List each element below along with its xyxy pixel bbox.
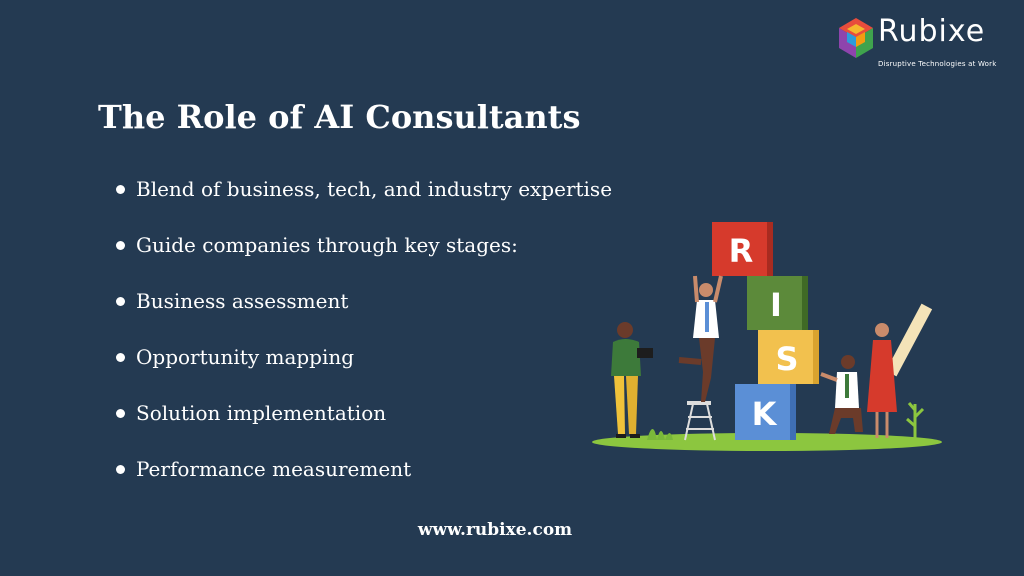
brand-tagline: Disruptive Technologies at Work — [878, 60, 997, 68]
bullet-dot-icon — [116, 241, 125, 250]
block-r: R — [712, 222, 773, 276]
bullet-dot-icon — [116, 297, 125, 306]
bullet-dot-icon — [116, 353, 125, 362]
list-item: Business assessment — [116, 286, 612, 342]
brand-logo: Rubixe Disruptive Technologies at Work — [836, 14, 1008, 72]
list-item: Opportunity mapping — [116, 342, 612, 398]
bullet-text: Solution implementation — [136, 401, 387, 425]
bullet-dot-icon — [116, 465, 125, 474]
list-item: Guide companies through key stages: — [116, 230, 612, 286]
grass-tuft — [647, 429, 673, 440]
bullet-text: Opportunity mapping — [136, 345, 355, 369]
bullet-list: Blend of business, tech, and industry ex… — [116, 174, 612, 510]
block-letter: R — [729, 232, 754, 270]
page-title: The Role of AI Consultants — [98, 98, 581, 136]
list-item: Performance measurement — [116, 454, 612, 510]
block-k: K — [735, 384, 796, 440]
list-item: Solution implementation — [116, 398, 612, 454]
list-item: Blend of business, tech, and industry ex… — [116, 174, 612, 230]
block-letter: K — [752, 395, 778, 433]
bullet-dot-icon — [116, 185, 125, 194]
plant-icon — [906, 402, 925, 440]
bullet-text: Performance measurement — [136, 457, 412, 481]
bullet-text: Blend of business, tech, and industry ex… — [136, 177, 613, 201]
person-kneeling — [820, 355, 863, 434]
block-s: S — [758, 330, 819, 384]
person-on-ladder — [678, 275, 723, 441]
block-i: I — [747, 276, 808, 330]
person-with-tablet — [611, 322, 653, 438]
bullet-dot-icon — [116, 409, 125, 418]
ground-patch — [592, 433, 942, 451]
block-letter: S — [775, 340, 798, 378]
bullet-text: Business assessment — [136, 289, 349, 313]
hexagon-cube-icon — [839, 18, 873, 58]
bullet-text: Guide companies through key stages: — [136, 233, 518, 257]
risk-blocks-illustration: R I S K — [592, 222, 942, 451]
person-with-ruler — [867, 303, 933, 438]
brand-name: Rubixe — [878, 14, 986, 49]
footer-url: www.rubixe.com — [417, 520, 573, 540]
block-letter: I — [770, 286, 782, 324]
